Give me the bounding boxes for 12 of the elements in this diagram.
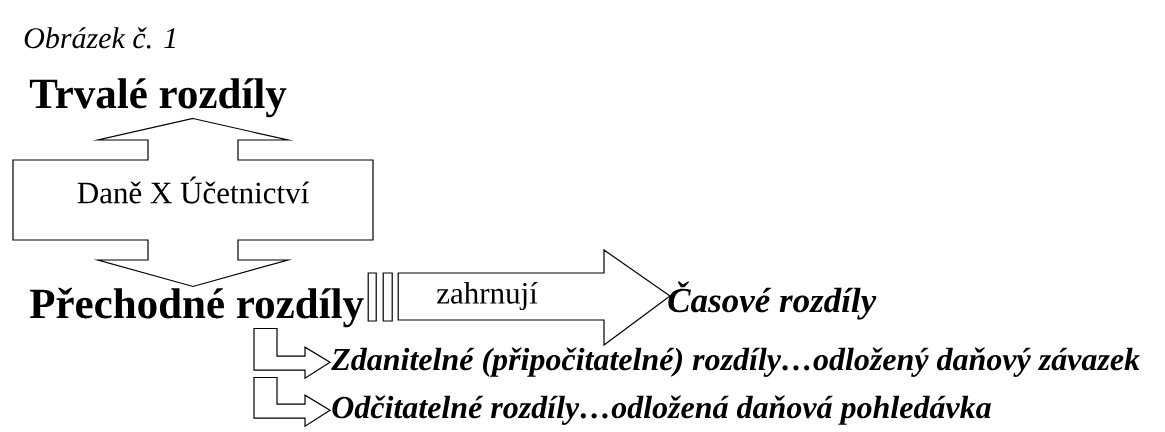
block-arrow [367, 248, 672, 347]
text-line: Zdanitelné (připočitatelné) rozdíly…odložený daňový závazek [331, 347, 1140, 377]
bent-arrow [253, 327, 332, 380]
heading: Přechodné rozdíly [29, 287, 364, 328]
edge-label: zahrnují [435, 280, 539, 312]
text-line: Odčitatelné rozdíly…odložená daňová pohledávka [332, 395, 991, 425]
bent-arrow [253, 376, 332, 428]
heading: Časové rozdíly [668, 281, 877, 320]
heading: Trvalé rozdíly [29, 78, 287, 118]
caption-text: Obrázek č. 1 [24, 27, 175, 49]
edge-label: Daně X Účetnictví [75, 175, 311, 205]
double-block-arrow [12, 117, 374, 288]
